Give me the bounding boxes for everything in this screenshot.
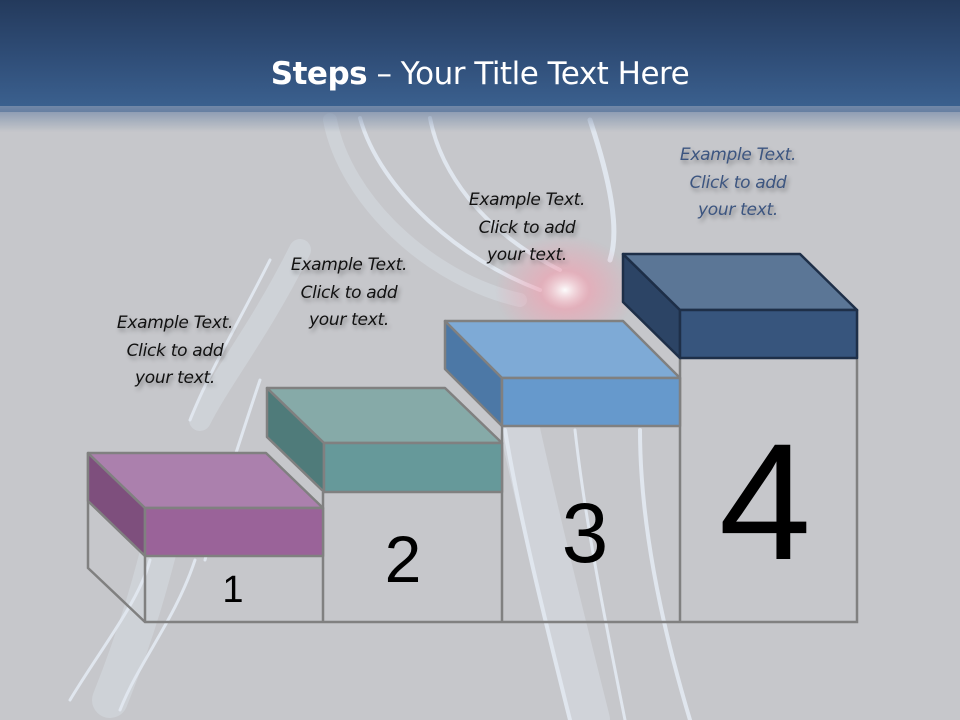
step-1-caption[interactable]: Example Text. Click to add your text. <box>80 310 270 393</box>
step-3-caption[interactable]: Example Text. Click to add your text. <box>432 187 622 270</box>
step-1-block[interactable] <box>86 451 325 558</box>
caption-line: Example Text. <box>679 145 797 165</box>
step-2-block[interactable] <box>265 386 504 494</box>
caption-line: Example Text. <box>290 255 408 275</box>
caption-line: Click to add <box>126 340 224 361</box>
step-4-caption[interactable]: Example Text. Click to add your text. <box>643 142 833 225</box>
caption-line: Example Text. <box>116 313 234 333</box>
caption-line: Example Text. <box>468 190 586 210</box>
step-1-number: 1 <box>222 569 244 611</box>
title-rest: – Your Title Text Here <box>367 56 690 92</box>
caption-line: your text. <box>487 245 567 265</box>
step-2-number: 2 <box>384 522 422 596</box>
title-bold: Steps <box>270 56 368 92</box>
step-2-caption[interactable]: Example Text. Click to add your text. <box>254 252 444 335</box>
title-bar <box>0 0 960 112</box>
slide-title[interactable]: Steps – Your Title Text Here <box>0 56 960 92</box>
caption-line: Click to add <box>300 282 398 303</box>
step-3-block[interactable] <box>443 319 682 428</box>
step-3-number: 3 <box>561 486 609 580</box>
step-4-number: 4 <box>718 410 812 595</box>
caption-line: Click to add <box>478 217 576 238</box>
caption-line: Click to add <box>689 172 787 193</box>
title-bar-fade <box>0 106 960 132</box>
step-4-block[interactable] <box>621 252 859 360</box>
caption-line: your text. <box>135 368 215 388</box>
caption-line: your text. <box>698 200 778 220</box>
caption-line: your text. <box>309 310 389 330</box>
